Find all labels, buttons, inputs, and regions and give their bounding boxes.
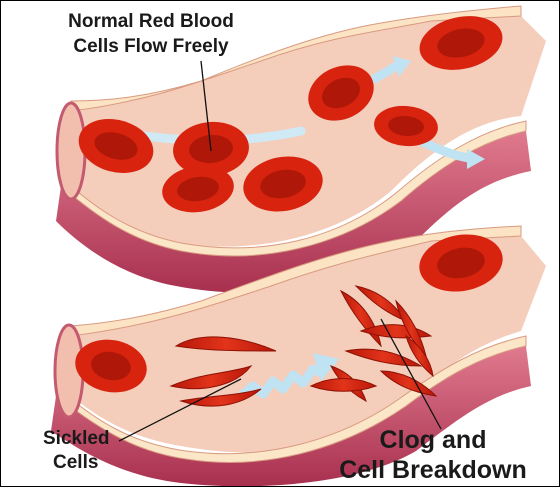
label-normal-line1: Normal Red Blood [68,11,234,32]
label-sickled-line1: Sickled [43,428,110,449]
top-vessel-cut-end [57,103,85,199]
label-clog-line1: Clog and [380,426,487,454]
label-clog-line2: Cell Breakdown [339,456,527,484]
label-sickled-line2: Cells [53,452,98,473]
label-normal-line2: Cells Flow Freely [73,36,229,57]
